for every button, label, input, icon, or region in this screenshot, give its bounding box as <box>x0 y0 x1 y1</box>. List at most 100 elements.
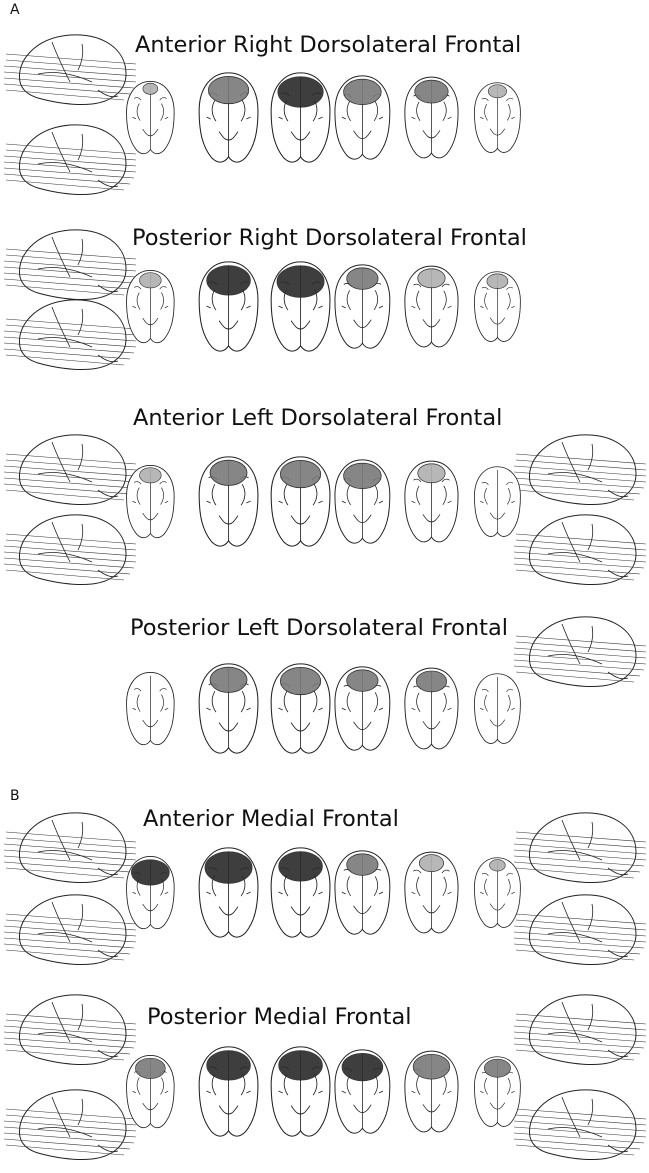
lateral-view-right <box>514 995 646 1065</box>
axial-slice-row <box>127 457 521 546</box>
lateral-view <box>4 435 136 505</box>
axial-slice <box>271 73 330 162</box>
axial-slice <box>335 76 390 159</box>
axial-slice <box>474 272 520 342</box>
lateral-view <box>4 230 136 300</box>
lesion-overlay <box>347 268 378 290</box>
axial-slice <box>405 461 458 542</box>
lesion-overlay <box>205 852 252 883</box>
lesion-overlay <box>490 860 506 871</box>
section-title: Anterior Right Dorsolateral Frontal <box>135 32 521 58</box>
axial-slice <box>271 1047 330 1136</box>
axial-slice <box>405 668 458 749</box>
axial-slice <box>127 672 175 744</box>
section-title: Posterior Medial Frontal <box>147 1004 412 1030</box>
lesion-overlay <box>488 85 506 98</box>
lateral-view <box>4 35 136 105</box>
axial-slice <box>405 266 458 347</box>
lesion-overlay <box>208 76 248 103</box>
axial-slice <box>127 856 175 928</box>
axial-slice <box>405 1051 458 1132</box>
axial-slice <box>405 852 458 933</box>
lesion-overlay <box>418 269 445 288</box>
lesion-overlay <box>280 460 320 487</box>
lesion-overlay <box>344 463 382 488</box>
lesion-overlay <box>207 266 251 295</box>
lesion-overlay <box>279 1051 323 1080</box>
medial-view-right <box>514 515 646 585</box>
axial-slice <box>335 667 390 750</box>
axial-slice <box>335 460 390 543</box>
axial-slice-row <box>127 664 521 753</box>
axial-slice-row <box>127 73 521 162</box>
lateral-view-right <box>514 617 646 687</box>
axial-slice-row <box>127 1047 521 1136</box>
axial-slice <box>199 262 258 351</box>
section-title: Posterior Left Dorsolateral Frontal <box>130 615 508 641</box>
medial-view <box>4 895 136 965</box>
axial-slice <box>127 270 175 342</box>
section-title: Posterior Right Dorsolateral Frontal <box>132 225 527 251</box>
lesion-overlay <box>419 855 443 872</box>
axial-slice <box>127 1055 175 1127</box>
medial-view-right <box>514 895 646 965</box>
axial-slice-row <box>127 262 521 351</box>
lesion-overlay <box>131 860 169 886</box>
axial-slice <box>199 1047 258 1136</box>
axial-slice <box>474 674 520 744</box>
lateral-view <box>4 813 136 883</box>
lesion-overlay <box>415 80 448 103</box>
panel-letter-b: B <box>10 788 20 804</box>
lesion-overlay <box>278 77 323 107</box>
medial-view <box>4 125 136 195</box>
lesion-overlay <box>342 1053 383 1080</box>
medial-view-right <box>514 1090 646 1160</box>
axial-slice <box>199 73 258 162</box>
lesion-overlay <box>344 79 382 104</box>
lateral-view-right <box>514 435 646 505</box>
lesion-overlay <box>279 852 323 881</box>
lateral-view-right <box>514 813 646 883</box>
lesion-overlay <box>210 667 247 692</box>
lesion-overlay <box>487 274 508 289</box>
axial-slice <box>474 83 520 153</box>
medial-view <box>4 515 136 585</box>
medial-view <box>4 1090 136 1160</box>
axial-slice <box>474 467 520 537</box>
axial-slice <box>127 465 175 537</box>
axial-slice <box>474 1057 520 1127</box>
lesion-overlay <box>277 266 324 298</box>
axial-slice-row <box>127 848 521 937</box>
medial-view <box>4 300 136 370</box>
lesion-overlay <box>139 273 161 288</box>
axial-slice <box>271 664 330 753</box>
lesion-overlay <box>418 464 445 483</box>
axial-slice <box>271 457 330 546</box>
lesion-overlay <box>210 460 247 485</box>
axial-slice <box>335 1050 390 1133</box>
lateral-view <box>4 995 136 1065</box>
axial-slice <box>271 262 330 351</box>
axial-slice <box>474 858 520 928</box>
axial-slice <box>271 848 330 937</box>
axial-slice <box>335 851 390 934</box>
lesion-overlay <box>135 1058 165 1078</box>
panel-letter-a: A <box>10 2 20 18</box>
axial-slice <box>199 457 258 546</box>
lesion-overlay <box>347 854 378 876</box>
axial-slice <box>127 81 175 153</box>
lesion-overlay <box>484 1059 510 1077</box>
section-title: Anterior Left Dorsolateral Frontal <box>133 405 502 431</box>
lesion-overlay <box>416 671 446 692</box>
lesion-overlay <box>139 468 161 483</box>
lesion-overlay <box>280 667 320 694</box>
axial-slice <box>199 848 258 937</box>
lesion-overlay <box>207 1051 251 1080</box>
axial-slice <box>335 265 390 348</box>
axial-slice <box>405 77 458 158</box>
lesion-overlay <box>143 83 158 94</box>
axial-slice <box>199 664 258 753</box>
lesion-overlay <box>347 670 378 692</box>
section-title: Anterior Medial Frontal <box>143 806 399 832</box>
